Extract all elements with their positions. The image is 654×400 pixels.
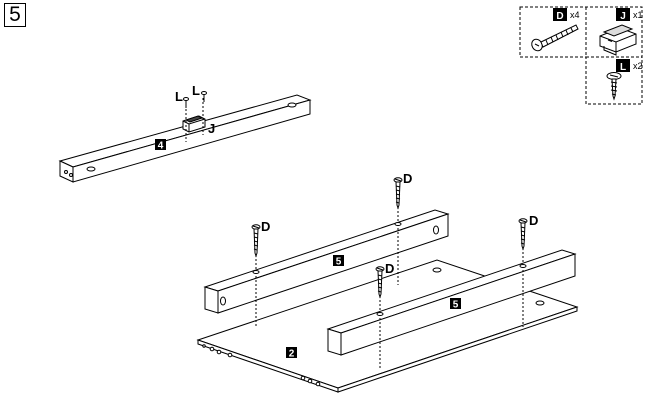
connector-j-icon xyxy=(182,115,206,133)
panel-4 xyxy=(58,94,312,183)
label-d-right: D xyxy=(529,213,538,228)
legend-item-d: D x4 xyxy=(531,8,580,52)
legend-d-letter: D xyxy=(556,11,563,22)
legend-d-qty: x4 xyxy=(570,10,580,20)
screw-l-icon xyxy=(183,91,207,108)
panel-2-tag xyxy=(286,347,297,358)
hardware-legend xyxy=(519,6,643,105)
panel-4-label: 4 xyxy=(158,141,164,152)
rail-right-tag xyxy=(450,298,461,309)
guide-lines xyxy=(255,207,524,370)
panel-4-tag xyxy=(155,139,166,150)
rail-right-label: 5 xyxy=(453,300,459,311)
rail-left-label: 5 xyxy=(336,257,342,268)
step-number: 5 xyxy=(9,3,21,26)
screw-d-icon xyxy=(393,177,403,210)
rail-left-tag xyxy=(333,255,344,266)
label-l-left: L xyxy=(175,89,183,104)
panel-2-label: 2 xyxy=(289,349,295,360)
legend-item-l: L x2 xyxy=(606,59,643,101)
label-d-left-rail: D xyxy=(261,219,270,234)
screw-d-icon xyxy=(375,266,385,299)
legend-j-qty: x1 xyxy=(633,10,643,20)
screw-d-icon xyxy=(251,224,261,258)
label-d-center: D xyxy=(385,261,394,276)
label-d-top: D xyxy=(403,171,412,186)
label-j: J xyxy=(208,121,215,136)
label-l-right: L xyxy=(192,83,200,98)
screw-d-icon xyxy=(518,218,528,251)
legend-l-letter: L xyxy=(620,62,626,73)
screw-l-icon xyxy=(606,72,622,101)
connector-block-icon xyxy=(599,24,637,56)
legend-j-letter: J xyxy=(620,11,626,22)
screw-d-icon xyxy=(531,24,579,52)
legend-l-qty: x2 xyxy=(633,61,643,71)
legend-item-j: J x1 xyxy=(599,8,643,56)
step-number-box: 5 xyxy=(4,3,26,27)
